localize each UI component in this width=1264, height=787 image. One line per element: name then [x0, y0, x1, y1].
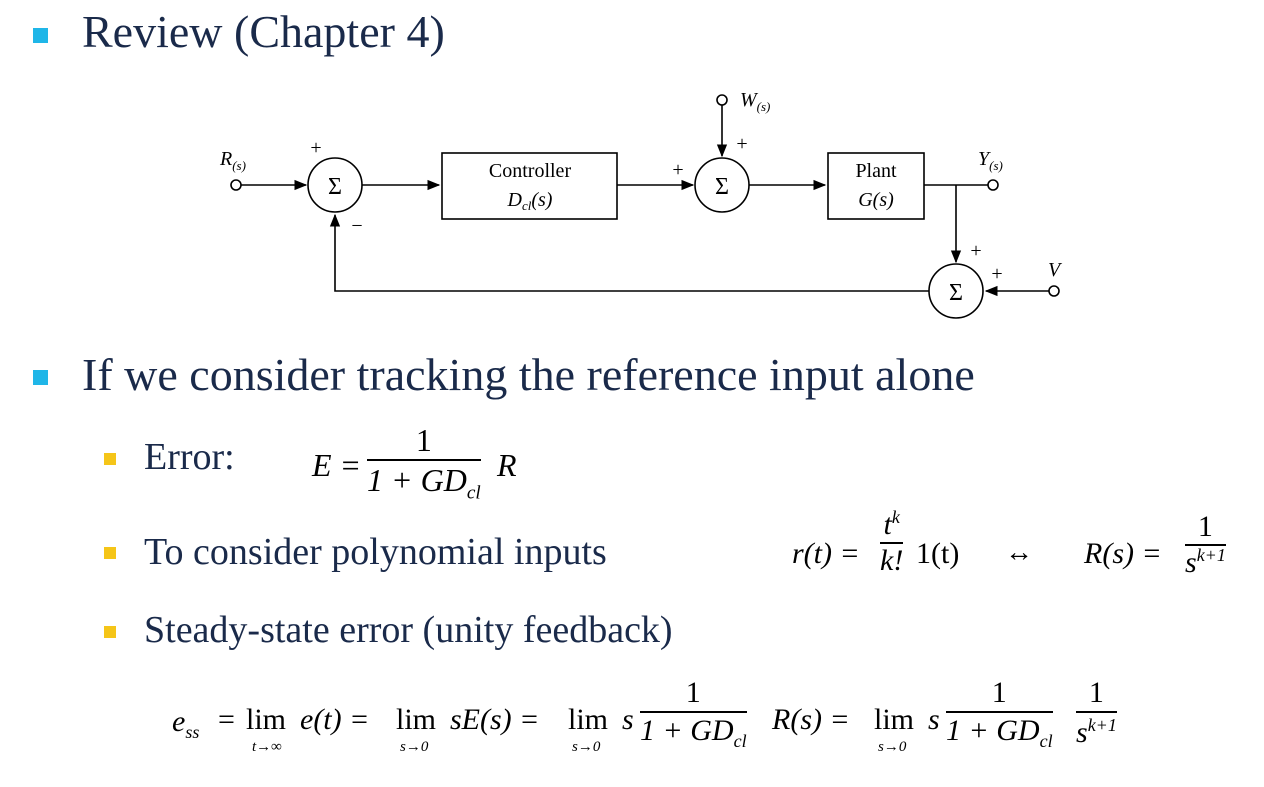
eq-ss-t4: R(s) =	[772, 703, 850, 736]
eq-error-lhs: E =	[312, 447, 362, 483]
eq-poly-lhs: r(t) =	[792, 537, 860, 570]
eq-poly-after: 1(t)	[916, 537, 960, 570]
bullet-polynomial-label: To consider polynomial inputs	[144, 531, 607, 573]
eq-ss-lim2: lim	[396, 703, 437, 736]
eq-ss-lim2-sub: s→0	[400, 739, 429, 755]
controller-label: Controller	[489, 160, 572, 182]
bullet-square-small	[104, 453, 116, 465]
sign-plus-r: +	[310, 137, 321, 159]
bullet-error-label: Error:	[144, 436, 235, 478]
eq-poly-num: tk	[883, 507, 900, 541]
controller-tf: Dcl(s)	[507, 189, 553, 213]
eq-ss-t2: sE(s) =	[450, 703, 540, 736]
eq-poly-rhs-den: sk+1	[1185, 545, 1226, 579]
eq-ss-lim3-sub: s→0	[572, 739, 601, 755]
eq-ss-lim3: lim	[568, 703, 609, 736]
eq-ss-t1: e(t) =	[300, 703, 370, 736]
eq-ss-f2-den: 1 + GDcl	[946, 714, 1053, 751]
eq-ss-f1-den: 1 + GDcl	[640, 714, 747, 751]
signal-v-label: V	[1048, 259, 1063, 281]
eq-error-num: 1	[415, 422, 432, 458]
sum-junction-1: Σ	[328, 174, 342, 200]
plant-tf: G(s)	[858, 189, 894, 211]
heading-tracking: If we consider tracking the reference in…	[82, 349, 975, 400]
signal-w-label: W(s)	[740, 89, 770, 114]
eq-poly-rhs-num: 1	[1197, 510, 1213, 543]
block-diagram: Σ Σ Σ + − + + + + Controller Dcl(s) Plan…	[219, 89, 1063, 319]
eq-poly-rhs-fraction: 1 sk+1	[1185, 512, 1226, 578]
eq-ss-f1-num: 1	[685, 676, 701, 709]
eq-ss-f3-num: 1	[1088, 676, 1104, 709]
eq-poly-fraction: tk k!	[880, 507, 904, 577]
sum-junction-3: Σ	[949, 280, 963, 306]
heading-review: Review (Chapter 4)	[82, 6, 445, 57]
eq-ss-lim4: lim	[874, 703, 915, 736]
bullet-square	[33, 370, 48, 385]
eq-ss-fraction-3: 1 sk+1	[1076, 678, 1117, 748]
eq-ss-lim4-sub: s→0	[878, 739, 907, 755]
plant-label: Plant	[855, 160, 897, 182]
sign-plus-v: +	[991, 263, 1002, 285]
eq-ss-fraction-2: 1 1 + GDcl	[946, 678, 1053, 750]
eq-ss-f2-num: 1	[991, 676, 1007, 709]
eq-ss-lim1: lim	[246, 703, 287, 736]
sign-plus-w: +	[736, 133, 747, 155]
eq-ss-f3-den: sk+1	[1076, 715, 1117, 749]
bullet-steady-state-label: Steady-state error (unity feedback)	[144, 609, 673, 651]
eq-poly-den: k!	[880, 544, 904, 577]
bullet-square-small	[104, 547, 116, 559]
eq-ss-t5: s	[928, 703, 940, 736]
eq-error-den: 1 + GDcl	[367, 462, 481, 504]
signal-r-label: R(s)	[219, 148, 246, 173]
bullet-square-small	[104, 626, 116, 638]
signal-y-label: Y(s)	[978, 148, 1003, 173]
eq-ss-fraction-1: 1 1 + GDcl	[640, 678, 747, 750]
eq-error-rhs: R	[497, 447, 517, 483]
eq-error-fraction: 1 1 + GDcl	[367, 424, 481, 503]
bullet-square	[33, 28, 48, 43]
eq-poly-rhs: R(s) =	[1084, 537, 1162, 570]
eq-ss-eq1: =	[218, 703, 235, 736]
eq-ss-t3: s	[622, 703, 634, 736]
sign-plus-ctrl: +	[672, 159, 683, 181]
sign-minus-fb: −	[351, 215, 362, 237]
eq-ss-e: ess	[172, 705, 200, 742]
sum-junction-2: Σ	[715, 174, 729, 200]
eq-ss-lim1-sub: t→∞	[252, 739, 282, 755]
sign-plus-y: +	[970, 240, 981, 262]
equivalence-arrow: ↔	[1005, 537, 1033, 568]
